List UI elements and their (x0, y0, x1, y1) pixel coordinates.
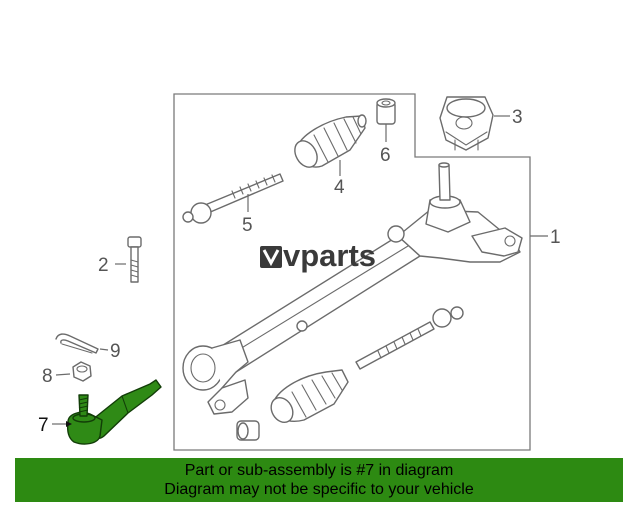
part-9-cotter-pin[interactable] (55, 333, 99, 354)
callout-5: 5 (242, 215, 253, 236)
part-2-bolt[interactable] (127, 236, 142, 283)
assembly-frame (173, 93, 531, 451)
callout-1: 1 (550, 227, 561, 248)
bushing-lower[interactable] (236, 420, 260, 441)
callout-4: 4 (334, 177, 345, 198)
part-8-nut[interactable] (72, 361, 92, 382)
banner-line-2: Diagram may not be specific to your vehi… (164, 481, 474, 498)
callout-2: 2 (98, 255, 109, 276)
leader-lines (52, 115, 548, 427)
callout-6: 6 (380, 145, 391, 166)
part-5-tie-rod-upper[interactable] (182, 173, 284, 224)
part-7-tie-rod-end[interactable] (66, 379, 162, 445)
part-1-steering-rack[interactable] (182, 162, 523, 415)
boot-lower[interactable] (267, 369, 349, 426)
part-4-boot-upper[interactable] (290, 114, 367, 171)
callout-7: 7 (38, 415, 49, 436)
info-banner: Part or sub-assembly is #7 in diagram Di… (15, 458, 623, 502)
callout-9: 9 (110, 341, 121, 362)
inner-tie-rod-lower[interactable] (355, 306, 464, 370)
banner-line-1: Part or sub-assembly is #7 in diagram (184, 462, 454, 479)
part-6-bushing[interactable] (376, 98, 396, 125)
part-3-mount[interactable] (439, 96, 494, 151)
svg-text:vparts: vparts (283, 238, 376, 273)
vparts-logo: vparts (260, 238, 376, 273)
callout-3: 3 (512, 107, 523, 128)
callout-8: 8 (42, 366, 53, 387)
